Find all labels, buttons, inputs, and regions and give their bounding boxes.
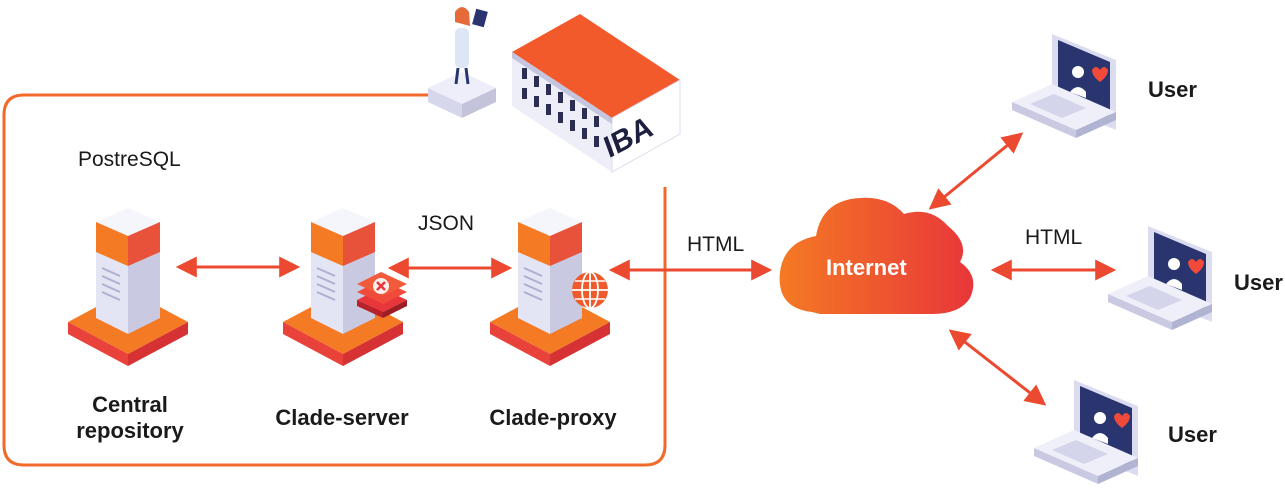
redis-stack-icon — [357, 272, 407, 318]
internet-cloud-icon — [779, 197, 974, 314]
arrow-internet-user-top — [928, 132, 1024, 210]
user-label-middle: User — [1234, 270, 1283, 295]
organization-boundary — [2, 93, 667, 467]
laptop-icon-middle — [1108, 226, 1212, 330]
postgres-label: PostreSQL — [78, 148, 181, 171]
clade-proxy-server-icon — [490, 208, 610, 366]
internet-label: Internet — [826, 255, 907, 280]
clade-proxy-label: Clade-proxy — [489, 405, 617, 430]
user-label-top: User — [1148, 77, 1197, 102]
html-label-right: HTML — [1025, 226, 1083, 249]
laptop-icon-top — [1012, 34, 1116, 138]
central-repository-label: Central repository — [76, 392, 184, 443]
globe-icon — [572, 271, 608, 309]
building-icon: IBA — [512, 14, 681, 173]
html-label-left: HTML — [687, 233, 745, 256]
clade-server-label: Clade-server — [275, 405, 409, 430]
clade-server-icon — [283, 208, 407, 366]
arrow-internet-user-bottom — [948, 329, 1047, 406]
person-icon — [428, 7, 496, 118]
json-label: JSON — [418, 212, 475, 235]
user-label-bottom: User — [1168, 422, 1217, 447]
central-repository-server-icon — [68, 208, 188, 366]
laptop-icon-bottom — [1034, 380, 1138, 484]
